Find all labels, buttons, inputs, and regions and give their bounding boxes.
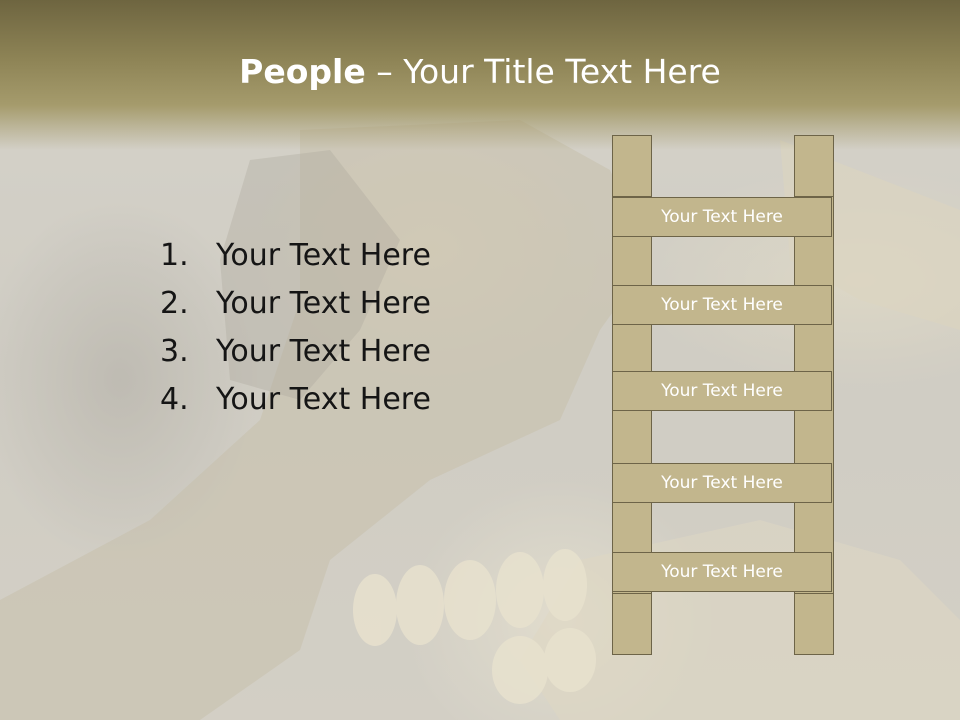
tooth xyxy=(543,549,587,621)
list-text: Your Text Here xyxy=(216,238,431,273)
list-text: Your Text Here xyxy=(216,286,431,321)
skull-jaw-shape xyxy=(0,120,650,720)
tooth xyxy=(353,574,397,646)
list-text: Your Text Here xyxy=(216,382,431,417)
ladder-rail-segment xyxy=(794,135,834,197)
slide-title: People – Your Title Text Here xyxy=(0,52,960,91)
ladder-rung: Your Text Here xyxy=(612,285,832,325)
list-item: 2. Your Text Here xyxy=(160,280,431,328)
list-number: 1. xyxy=(160,238,189,273)
tooth xyxy=(492,636,548,704)
ladder-rung: Your Text Here xyxy=(612,463,832,503)
tooth xyxy=(444,560,496,640)
ladder-rail-segment xyxy=(794,593,834,655)
title-rest: – Your Title Text Here xyxy=(365,52,721,91)
tooth xyxy=(496,552,544,628)
teeth xyxy=(353,549,596,704)
ladder-diagram: Your Text Here Your Text Here Your Text … xyxy=(612,135,834,657)
list-item: 4. Your Text Here xyxy=(160,376,431,424)
tooth xyxy=(396,565,444,645)
list-item: 3. Your Text Here xyxy=(160,328,431,376)
ladder-rung: Your Text Here xyxy=(612,371,832,411)
ladder-rung: Your Text Here xyxy=(612,197,832,237)
list-text: Your Text Here xyxy=(216,334,431,369)
title-bar xyxy=(0,0,960,150)
list-number: 4. xyxy=(160,382,189,417)
list-number: 3. xyxy=(160,334,189,369)
numbered-list: 1. Your Text Here 2. Your Text Here 3. Your… xyxy=(160,232,431,424)
list-number: 2. xyxy=(160,286,189,321)
ladder-rail-segment xyxy=(612,593,652,655)
title-bold: People xyxy=(239,52,366,91)
list-item: 1. Your Text Here xyxy=(160,232,431,280)
ladder-rung: Your Text Here xyxy=(612,552,832,592)
ladder-rail-segment xyxy=(612,135,652,197)
skull-shadow-shape xyxy=(220,150,400,400)
tooth xyxy=(544,628,596,692)
